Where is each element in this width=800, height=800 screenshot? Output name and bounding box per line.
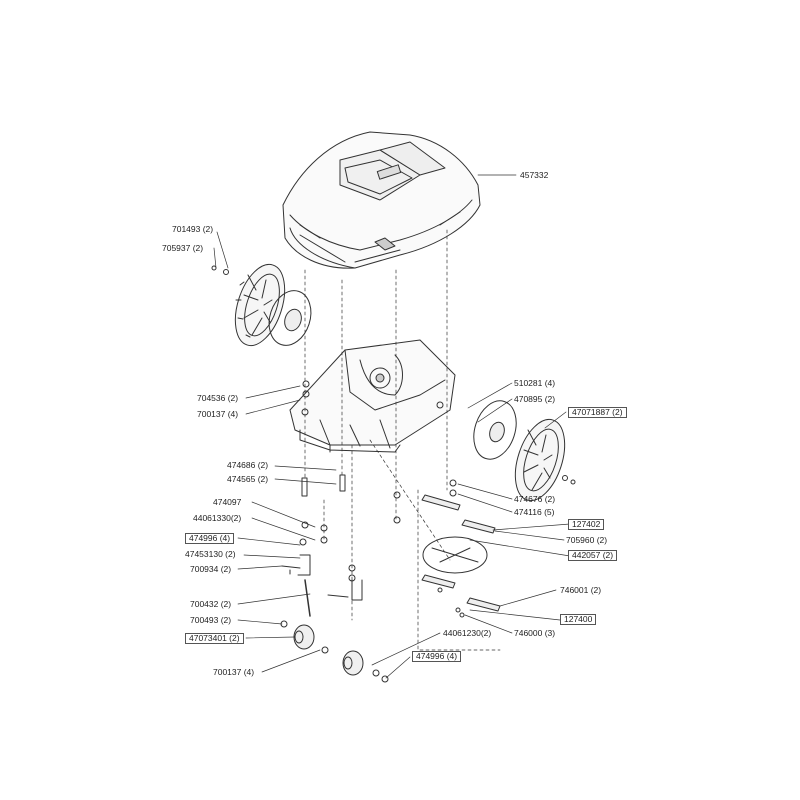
label-701493: 701493 (2) <box>172 224 214 234</box>
label-704536: 704536 (2) <box>197 393 239 403</box>
label-746000: 746000 (3) <box>514 628 556 638</box>
label-47453130: 47453130 (2) <box>185 549 236 559</box>
chassis <box>289 339 456 453</box>
label-47073401: 47073401 (2) <box>185 633 244 644</box>
label-746001: 746001 (2) <box>560 585 602 595</box>
label-44061330: 44061330(2) <box>193 513 242 523</box>
label-700432: 700432 (2) <box>190 599 232 609</box>
label-474996-left: 474996 (4) <box>185 533 235 544</box>
label-457332: 457332 <box>520 170 549 180</box>
label-474116: 474116 (5) <box>514 507 555 517</box>
label-705960: 705960 (2) <box>566 535 608 545</box>
label-700493: 700493 (2) <box>190 615 232 625</box>
label-700137-upper: 700137 (4) <box>197 409 239 419</box>
cutting-disc-assembly <box>421 494 501 618</box>
label-510281: 510281 (4) <box>514 378 556 388</box>
label-47071887: 47071887 (2) <box>568 407 627 418</box>
label-127402: 127402 <box>568 519 605 530</box>
top-cover <box>282 131 481 269</box>
label-470895: 470895 (2) <box>514 394 556 404</box>
front-caster-parts <box>280 380 457 683</box>
label-127400: 127400 <box>560 614 597 625</box>
label-700934: 700934 (2) <box>190 564 232 574</box>
assembly-guide-lines <box>304 229 501 651</box>
label-474686: 474686 (2) <box>227 460 269 470</box>
label-474996-right: 474996 (4) <box>412 651 462 662</box>
label-474565: 474565 (2) <box>227 474 269 484</box>
right-drive-wheel <box>473 400 576 502</box>
label-474097: 474097 <box>213 497 242 507</box>
label-705937: 705937 (2) <box>162 243 204 253</box>
leader-lines <box>213 174 571 679</box>
label-474676: 474676 (2) <box>514 494 556 504</box>
label-442057: 442057 (2) <box>568 550 618 561</box>
label-700137-lower: 700137 (4) <box>213 667 255 677</box>
label-44061230: 44061230(2) <box>443 628 492 638</box>
left-drive-wheel <box>211 263 312 347</box>
